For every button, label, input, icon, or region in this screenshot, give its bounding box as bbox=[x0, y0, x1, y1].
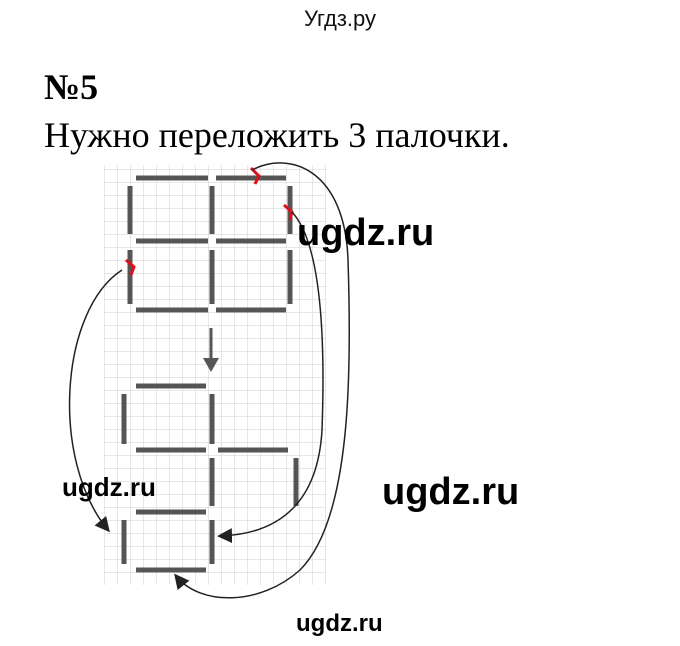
watermark: ugdz.ru bbox=[296, 610, 383, 637]
move-arrows bbox=[68, 162, 351, 599]
arrow bbox=[68, 269, 123, 533]
watermark: ugdz.ru bbox=[297, 212, 435, 254]
bottom-figure bbox=[121, 383, 299, 573]
task-text: Нужно переложить 3 палочки. bbox=[44, 115, 510, 155]
grid-paper bbox=[104, 165, 326, 585]
down-arrow bbox=[203, 328, 219, 372]
mark bbox=[249, 166, 261, 185]
arrow bbox=[217, 211, 324, 544]
watermark: ugdz.ru bbox=[382, 471, 520, 513]
site-title: Угдз.ру bbox=[303, 6, 377, 31]
watermark: ugdz.ru bbox=[62, 472, 156, 502]
arrow bbox=[174, 162, 351, 599]
mark bbox=[125, 258, 136, 276]
task-number: №5 bbox=[44, 67, 99, 107]
